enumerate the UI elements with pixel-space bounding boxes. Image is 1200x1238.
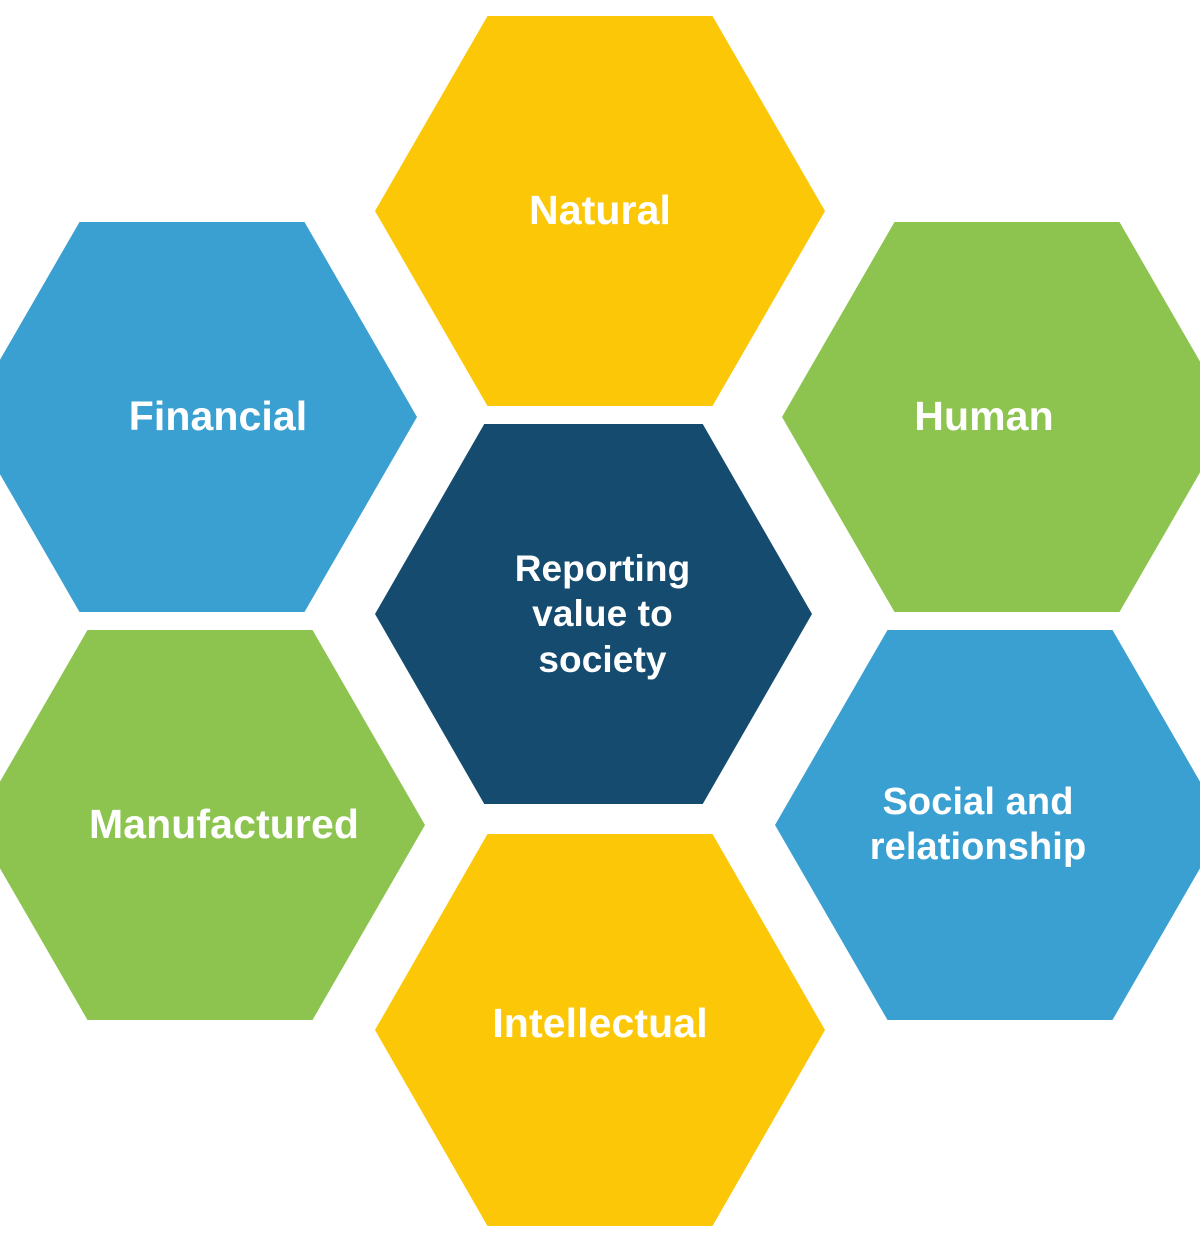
hex-social-and-relationship-label: Social and relationship	[869, 781, 1087, 868]
hex-financial[interactable]: Financial	[0, 222, 417, 612]
hex-financial-label: Financial	[128, 393, 308, 440]
hex-natural[interactable]: Natural	[375, 16, 825, 406]
hex-manufactured-label: Manufactured	[88, 801, 359, 848]
hex-social-and-relationship[interactable]: Social and relationship	[775, 630, 1200, 1020]
hex-center-label: Reporting value to society	[514, 548, 691, 680]
hex-human[interactable]: Human	[782, 222, 1200, 612]
hex-intellectual[interactable]: Intellectual	[375, 834, 825, 1226]
hex-intellectual-label: Intellectual	[492, 1000, 708, 1047]
hex-center-reporting-value-to-society[interactable]: Reporting value to society	[375, 424, 812, 804]
hex-natural-label: Natural	[529, 187, 671, 234]
hex-human-label: Human	[914, 393, 1054, 440]
hex-manufactured[interactable]: Manufactured	[0, 630, 425, 1020]
